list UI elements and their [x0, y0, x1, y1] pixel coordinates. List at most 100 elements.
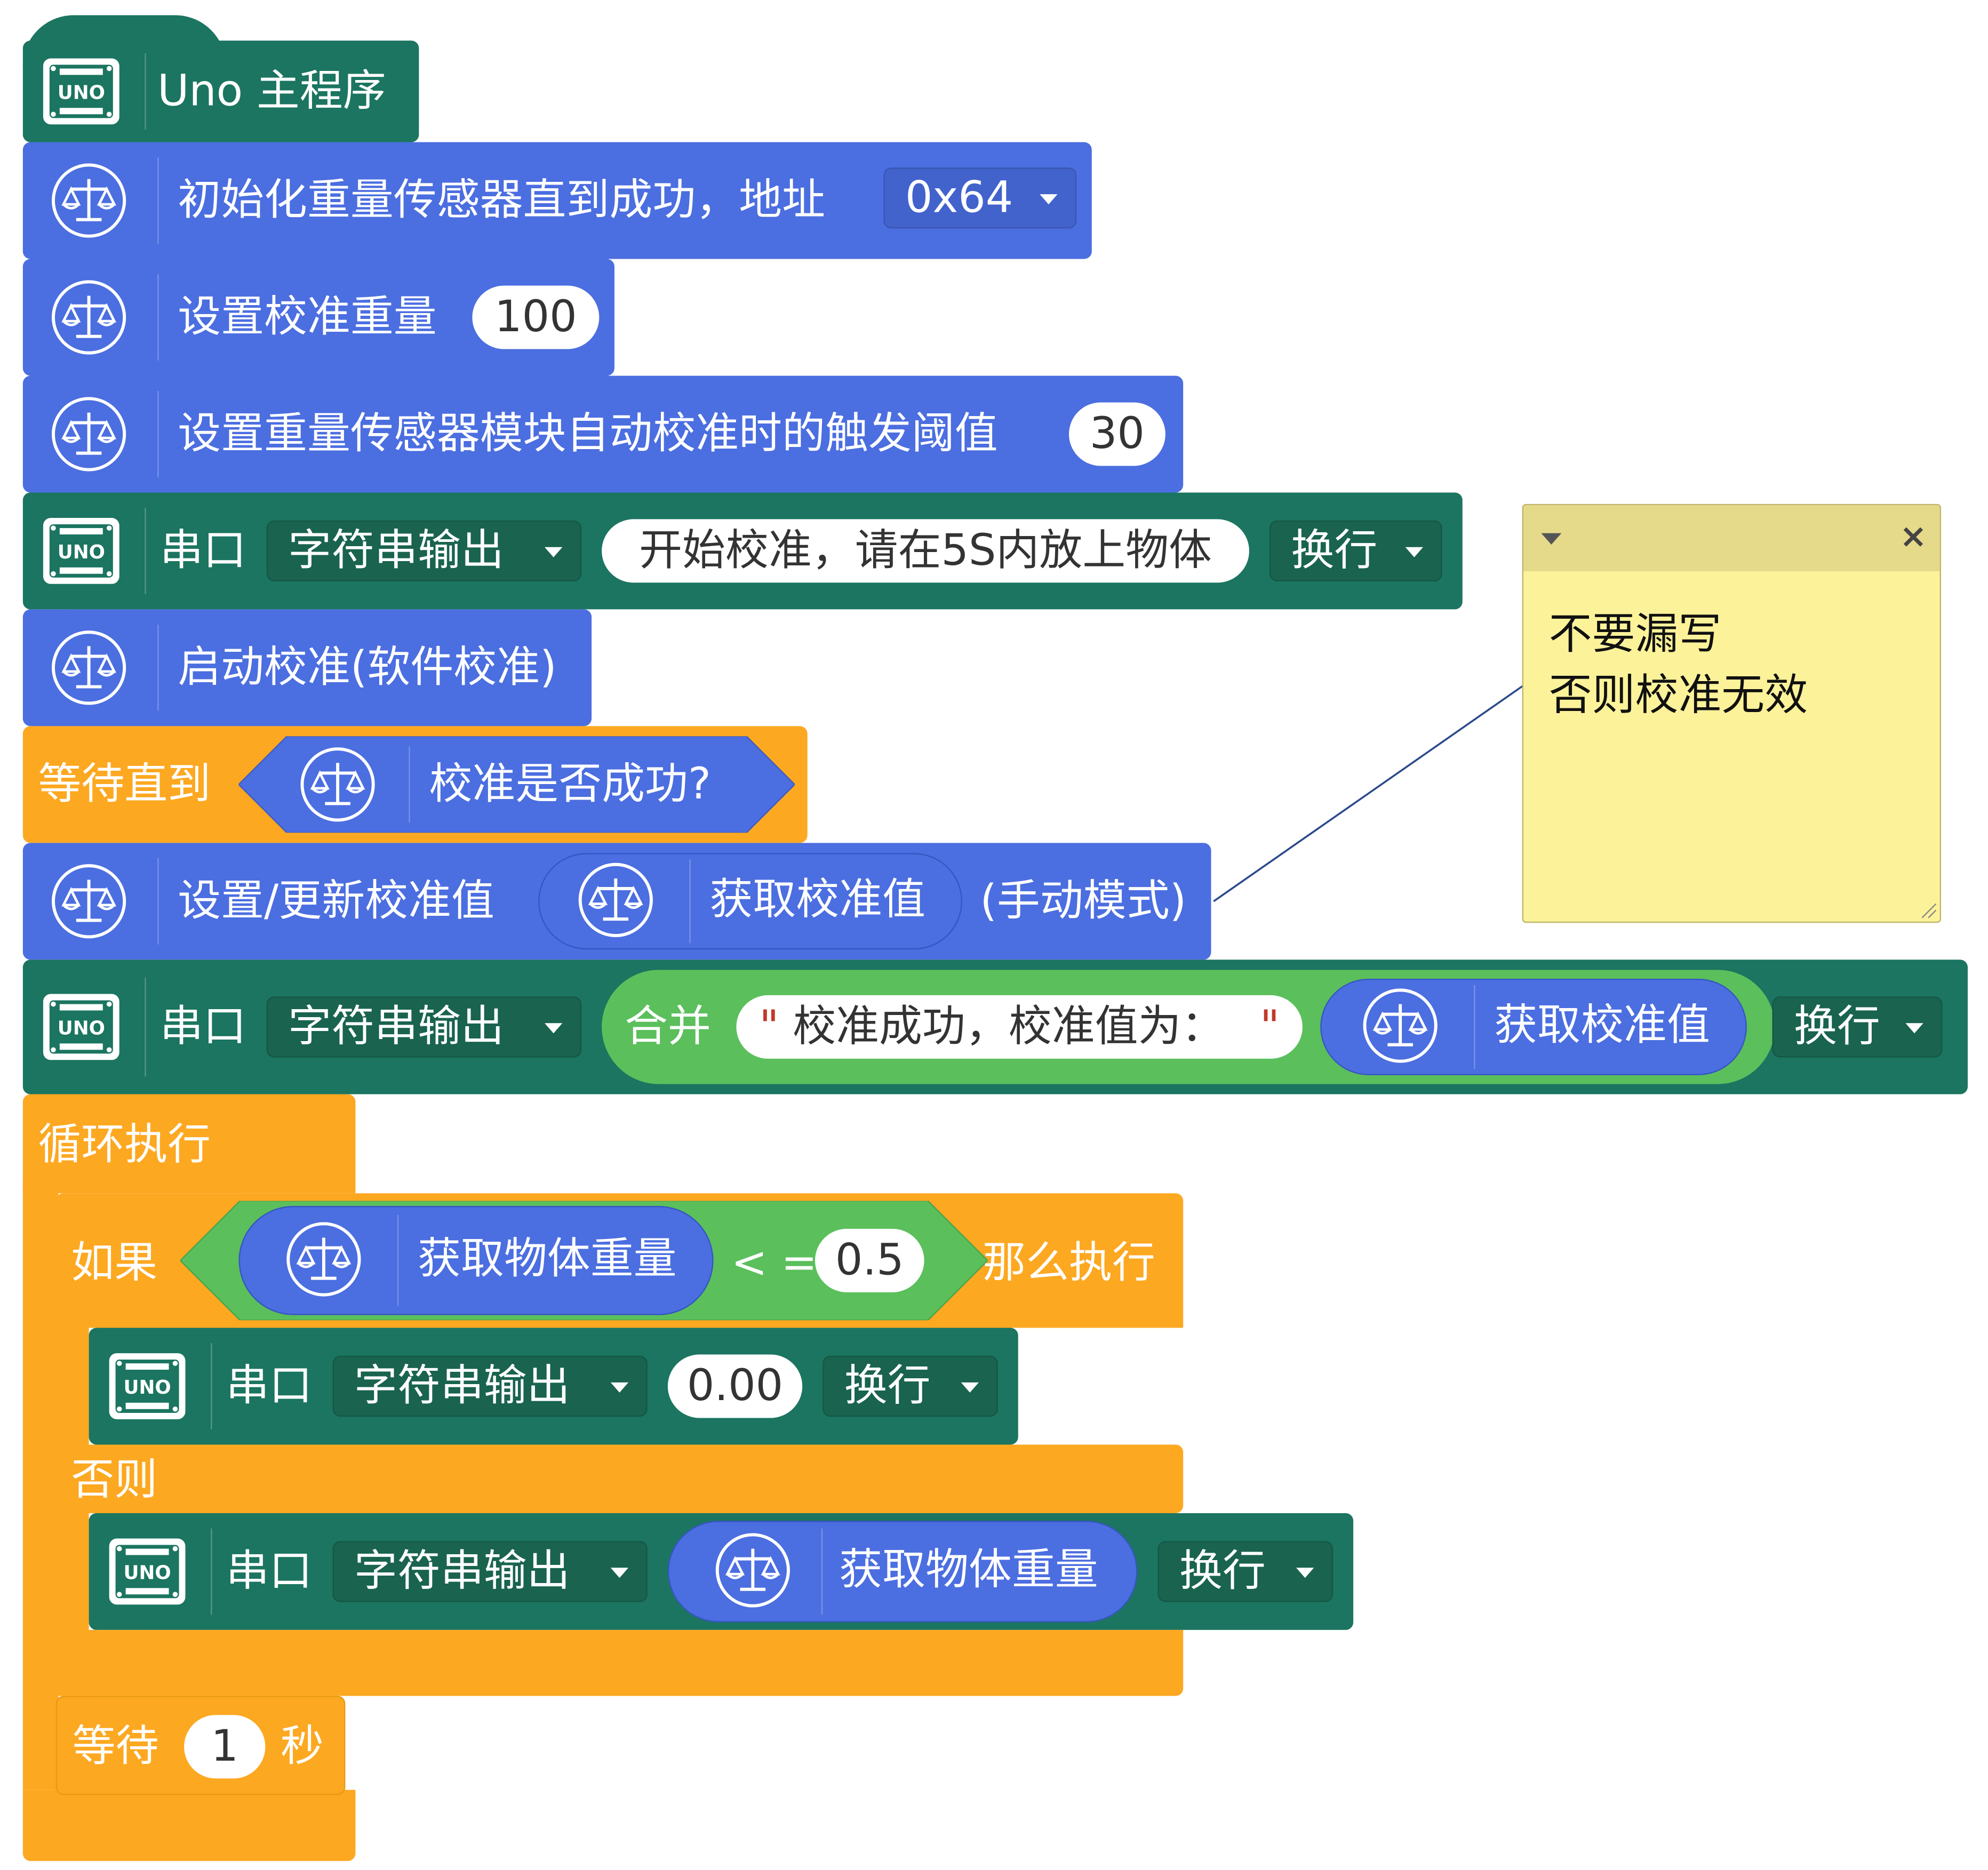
serial-mode-dropdown[interactable]: 字符串输出 [266, 996, 582, 1058]
get-weight-label: 获取物体重量 [418, 1234, 677, 1285]
serial-mode-dropdown[interactable]: 字符串输出 [332, 1541, 648, 1602]
compare-operator[interactable]: < = [731, 1237, 818, 1289]
forever-loop-header[interactable]: 循环执行 [22, 1094, 356, 1194]
serial-mode-value: 字符串输出 [288, 1001, 504, 1053]
if-label: 如果 [71, 1237, 158, 1289]
set-threshold-block[interactable]: 设置重量传感器模块自动校准时的触发阈值 30 [22, 375, 1184, 493]
serial-print-block-3[interactable]: 串口 字符串输出 0.00 换行 [89, 1328, 1018, 1445]
divider [157, 157, 159, 244]
divider [397, 1214, 399, 1307]
get-weight-reporter[interactable]: 获取物体重量 [238, 1206, 714, 1315]
serial-label: 串口 [226, 1361, 313, 1412]
dropdown-arrow-icon [961, 1382, 979, 1393]
calibration-weight-input[interactable]: 100 [472, 285, 600, 349]
newline-dropdown[interactable]: 换行 [1270, 520, 1442, 582]
newline-dropdown[interactable]: 换行 [1157, 1541, 1333, 1602]
close-icon[interactable]: × [1899, 518, 1927, 556]
comment-note-body[interactable]: 不要漏写 否则校准无效 [1549, 604, 1808, 726]
threshold-input[interactable]: 30 [1068, 402, 1165, 466]
divider [145, 508, 146, 594]
dropdown-arrow-icon [545, 547, 563, 557]
else-label: 否则 [71, 1455, 158, 1506]
wait-seconds-block[interactable]: 等待 1 秒 [55, 1696, 346, 1795]
close-quote: " [1259, 1001, 1280, 1053]
start-calibration-block[interactable]: 启动校准(软件校准) [22, 609, 592, 726]
serial-mode-value: 字符串输出 [354, 1361, 570, 1412]
wait-until-block[interactable]: 等待直到 校准是否成功? [22, 726, 808, 843]
serial-mode-dropdown[interactable]: 字符串输出 [266, 520, 582, 582]
divider [689, 859, 691, 944]
set-calibration-weight-block[interactable]: 设置校准重量 100 [22, 259, 614, 376]
join-string-text: 校准成功，校准值为： [793, 1001, 1225, 1053]
uno-main-hat-block[interactable]: Uno 主程序 [22, 41, 419, 142]
compare-value-input[interactable]: 0.5 [815, 1228, 924, 1292]
serial-print-block-2[interactable]: 串口 字符串输出 合并 " 校准成功，校准值为： " 获取校准值 换行 [22, 960, 1968, 1094]
else-section: 否则 [55, 1444, 1184, 1513]
divider [409, 746, 410, 823]
dropdown-arrow-icon [545, 1023, 563, 1034]
divider [1474, 985, 1475, 1069]
dropdown-arrow-icon [610, 1568, 629, 1578]
comment-note-titlebar[interactable]: × [1523, 505, 1940, 571]
join-string-input[interactable]: " 校准成功，校准值为： " [736, 995, 1303, 1059]
serial-print-block-1[interactable]: 串口 字符串输出 开始校准，请在5S内放上物体 换行 [22, 492, 1463, 610]
newline-dropdown[interactable]: 换行 [1772, 996, 1943, 1058]
dropdown-arrow-icon [1405, 547, 1423, 557]
get-calibration-label: 获取校准值 [1494, 1000, 1710, 1051]
divider [145, 977, 146, 1077]
open-quote: " [759, 1001, 779, 1053]
then-label: 那么执行 [983, 1237, 1155, 1289]
serial-label: 串口 [159, 1001, 246, 1053]
init-sensor-block[interactable]: 初始化重量传感器直到成功，地址 0x64 [22, 142, 1092, 259]
collapse-icon[interactable] [1541, 533, 1562, 545]
serial-number-input[interactable]: 0.00 [667, 1354, 803, 1418]
join-label: 合并 [624, 1001, 711, 1053]
newline-value: 换行 [1291, 525, 1378, 577]
get-calibration-reporter[interactable]: 获取校准值 [1320, 978, 1747, 1075]
resize-grip-icon[interactable] [1920, 901, 1937, 919]
manual-mode-label: (手动模式) [980, 876, 1187, 927]
divider [157, 624, 159, 711]
get-calibration-reporter[interactable]: 获取校准值 [538, 853, 963, 950]
serial-label: 串口 [159, 525, 246, 577]
set-calibration-weight-label: 设置校准重量 [178, 292, 437, 343]
init-sensor-label: 初始化重量传感器直到成功，地址 [178, 175, 826, 226]
divider [145, 53, 146, 130]
join-strings-block[interactable]: 合并 " 校准成功，校准值为： " 获取校准值 [602, 970, 1775, 1084]
get-weight-label: 获取物体重量 [839, 1545, 1098, 1596]
wait-label: 等待 [72, 1721, 159, 1772]
serial-mode-value: 字符串输出 [288, 525, 504, 577]
condition-hexagon [238, 736, 795, 833]
forever-loop-label: 循环执行 [38, 1120, 211, 1171]
address-dropdown[interactable]: 0x64 [883, 167, 1077, 229]
if-else-block[interactable]: 如果 获取物体重量 < = 0.5 那么执行 [55, 1193, 1184, 1328]
serial-text-input[interactable]: 开始校准，请在5S内放上物体 [602, 519, 1249, 583]
divider [821, 1528, 823, 1615]
dropdown-arrow-icon [1296, 1568, 1314, 1578]
divider [211, 1528, 212, 1615]
get-weight-reporter[interactable]: 获取物体重量 [667, 1521, 1138, 1623]
newline-value: 换行 [1179, 1546, 1266, 1597]
newline-dropdown[interactable]: 换行 [823, 1355, 998, 1417]
divider [157, 858, 159, 945]
wait-until-label: 等待直到 [38, 759, 211, 810]
set-threshold-label: 设置重量传感器模块自动校准时的触发阈值 [178, 409, 998, 460]
wait-seconds-input[interactable]: 1 [184, 1715, 266, 1779]
serial-mode-dropdown[interactable]: 字符串输出 [332, 1355, 648, 1417]
forever-loop-footer [22, 1789, 356, 1861]
dropdown-arrow-icon [1040, 194, 1058, 205]
divider [211, 1343, 212, 1429]
serial-label: 串口 [226, 1546, 313, 1597]
newline-value: 换行 [844, 1361, 931, 1412]
serial-mode-value: 字符串输出 [354, 1546, 570, 1597]
comment-note[interactable]: × 不要漏写 否则校准无效 [1522, 504, 1942, 923]
serial-print-block-4[interactable]: 串口 字符串输出 获取物体重量 换行 [89, 1513, 1354, 1630]
calibration-success-condition[interactable]: 校准是否成功? [429, 759, 711, 810]
dropdown-arrow-icon [1905, 1023, 1923, 1034]
uno-main-title: Uno 主程序 [157, 66, 386, 117]
dropdown-arrow-icon [610, 1382, 629, 1393]
set-calibration-value-block[interactable]: 设置/更新校准值 获取校准值 (手动模式) [22, 843, 1211, 960]
forever-loop-arm [22, 1180, 59, 1790]
set-calibration-value-label: 设置/更新校准值 [178, 876, 494, 927]
